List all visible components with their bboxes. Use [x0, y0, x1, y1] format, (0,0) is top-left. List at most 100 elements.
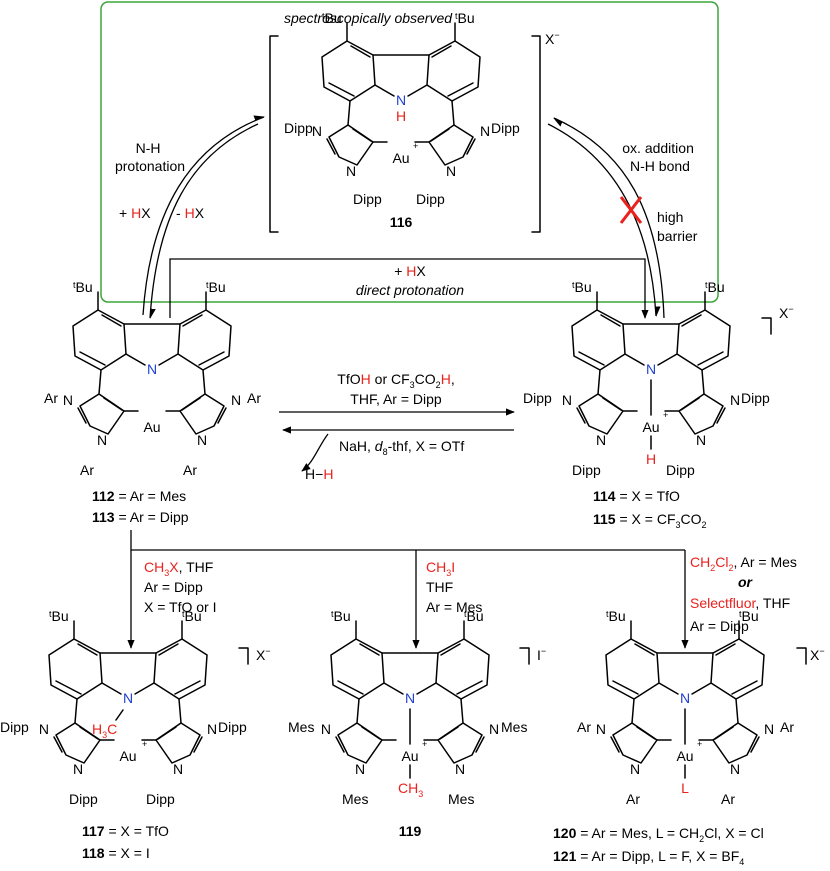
svg-text:+: + [142, 739, 147, 749]
high-barrier-label: high barrier [657, 209, 698, 244]
svg-text:Dipp: Dipp [146, 791, 175, 807]
plus-hx-label: + HX [119, 205, 151, 221]
svg-text:Ar: Ar [80, 462, 94, 478]
svg-text:N: N [63, 392, 73, 408]
svg-text:Dipp: Dipp [69, 791, 98, 807]
forward-conditions-line1: TfOH or CF3CO2H, [337, 371, 454, 390]
compound-116-label: 116 [390, 214, 413, 230]
svg-text:tBu: tBu [705, 279, 725, 295]
svg-text:Ar: Ar [183, 462, 197, 478]
svg-text:tBu: tBu [455, 10, 475, 26]
svg-text:tBu: tBu [464, 608, 484, 624]
left-bracket [269, 35, 279, 233]
svg-text:Dipp: Dipp [491, 120, 520, 136]
counterion-114: X− [779, 304, 794, 321]
compound-113-label: 113 = Ar = Dipp [92, 509, 189, 525]
svg-text:tBu: tBu [182, 608, 202, 624]
svg-text:tBu: tBu [606, 608, 626, 624]
svg-text:N: N [730, 392, 740, 408]
svg-text:N: N [231, 392, 241, 408]
compound-116-structure: tBu tBu N H Au + N Dipp N Dipp N Dipp N … [284, 10, 520, 207]
counterion-119: I− [537, 646, 546, 663]
svg-text:Ar: Ar [44, 390, 58, 406]
compound-120-121-structure: tBu tBu N Au + L N Ar N Ar N Ar N Ar [577, 608, 794, 807]
svg-text:Mes: Mes [342, 791, 368, 807]
svg-text:Dipp: Dipp [353, 191, 382, 207]
forward-conditions-line2: THF, Ar = Dipp [350, 391, 442, 407]
svg-text:H: H [396, 108, 406, 124]
svg-text:tBu: tBu [739, 608, 759, 624]
svg-text:tBu: tBu [49, 608, 69, 624]
svg-text:tBu: tBu [572, 279, 592, 295]
deprotonation-arrow [149, 123, 259, 320]
svg-text:Dipp: Dipp [572, 462, 601, 478]
svg-text:tBu: tBu [322, 10, 342, 26]
selectfluor-conditions: Selectfluor, THF [690, 595, 790, 611]
svg-text:+: + [422, 739, 427, 749]
svg-text:Dipp: Dipp [284, 120, 313, 136]
counterion-120: X− [810, 646, 825, 663]
svg-text:Ar: Ar [721, 791, 735, 807]
minus-hx-label: - HX [176, 205, 205, 221]
svg-text:N: N [696, 432, 706, 448]
compound-120-label: 120 = Ar = Mes, L = CH2Cl, X = Cl [553, 825, 764, 844]
nh-protonation-label: N-H protonation [115, 140, 185, 174]
right-bracket [531, 35, 541, 233]
svg-text:Ar: Ar [780, 719, 794, 735]
svg-text:Mes: Mes [448, 791, 474, 807]
svg-text:N: N [321, 721, 331, 737]
svg-text:Au: Au [676, 748, 693, 764]
compound-118-label: 118 = X = I [82, 845, 150, 861]
reductive-elimination-arrow [553, 117, 665, 319]
svg-text:Au: Au [392, 150, 409, 166]
compound-114-115-structure: tBu tBu N Au + H N Dipp N Dipp N Dipp N … [523, 279, 770, 478]
reverse-conditions: NaH, d8-thf, X = OTf [339, 438, 464, 457]
svg-text:Dipp: Dipp [741, 390, 770, 406]
bracket-117 [238, 647, 249, 665]
or-label: or [738, 574, 754, 590]
compound-117-label: 117 = X = TfO [82, 823, 169, 839]
svg-text:Dipp: Dipp [0, 719, 29, 735]
svg-text:N: N [730, 761, 740, 777]
svg-text:L: L [681, 780, 689, 796]
svg-text:N: N [355, 761, 365, 777]
compound-115-label: 115 = X = CF3CO2 [593, 511, 707, 530]
svg-text:N: N [73, 761, 83, 777]
svg-text:N: N [396, 92, 406, 108]
svg-text:+: + [697, 739, 702, 749]
compound-119-label: 119 [399, 823, 422, 839]
svg-text:Dipp: Dipp [666, 462, 695, 478]
svg-text:N: N [455, 761, 465, 777]
svg-text:Au: Au [143, 419, 160, 435]
compound-117-118-structure: tBu tBu N H3C Au + N Dipp N Dipp N Dipp … [0, 608, 247, 807]
svg-text:+: + [413, 141, 418, 151]
svg-text:N: N [405, 690, 415, 706]
svg-text:Mes: Mes [288, 719, 314, 735]
svg-text:+: + [663, 410, 668, 420]
conditions-119: CH3I THF Ar = Mes [426, 559, 482, 615]
conditions-120-121: CH2Cl2, Ar = Mes [690, 554, 797, 573]
svg-text:tBu: tBu [331, 608, 351, 624]
svg-text:N: N [480, 123, 490, 139]
hydrogen-product: H−H [305, 466, 333, 482]
protonation-arrow [142, 115, 265, 316]
svg-text:H: H [646, 451, 656, 467]
svg-text:N: N [596, 721, 606, 737]
svg-text:Dipp: Dipp [218, 719, 247, 735]
svg-text:N: N [646, 361, 656, 377]
svg-text:H3C: H3C [92, 721, 117, 740]
bracket-120 [796, 647, 807, 665]
box-title: spectroscopically observed [284, 10, 453, 26]
svg-text:N: N [446, 163, 456, 179]
counterion-116: X− [545, 30, 560, 47]
svg-text:N: N [346, 163, 356, 179]
observed-intermediate-box [100, 1, 719, 303]
svg-text:Dipp: Dipp [416, 191, 445, 207]
ox-addition-arrow [547, 123, 661, 318]
direct-hx-label: + HX [394, 263, 426, 279]
svg-text:N: N [123, 690, 133, 706]
bracket-114 [761, 317, 772, 335]
compound-112-113-structure: tBu tBu N Au N Ar N Ar N Ar N Ar [44, 279, 261, 478]
svg-text:N: N [630, 761, 640, 777]
svg-text:N: N [39, 721, 49, 737]
